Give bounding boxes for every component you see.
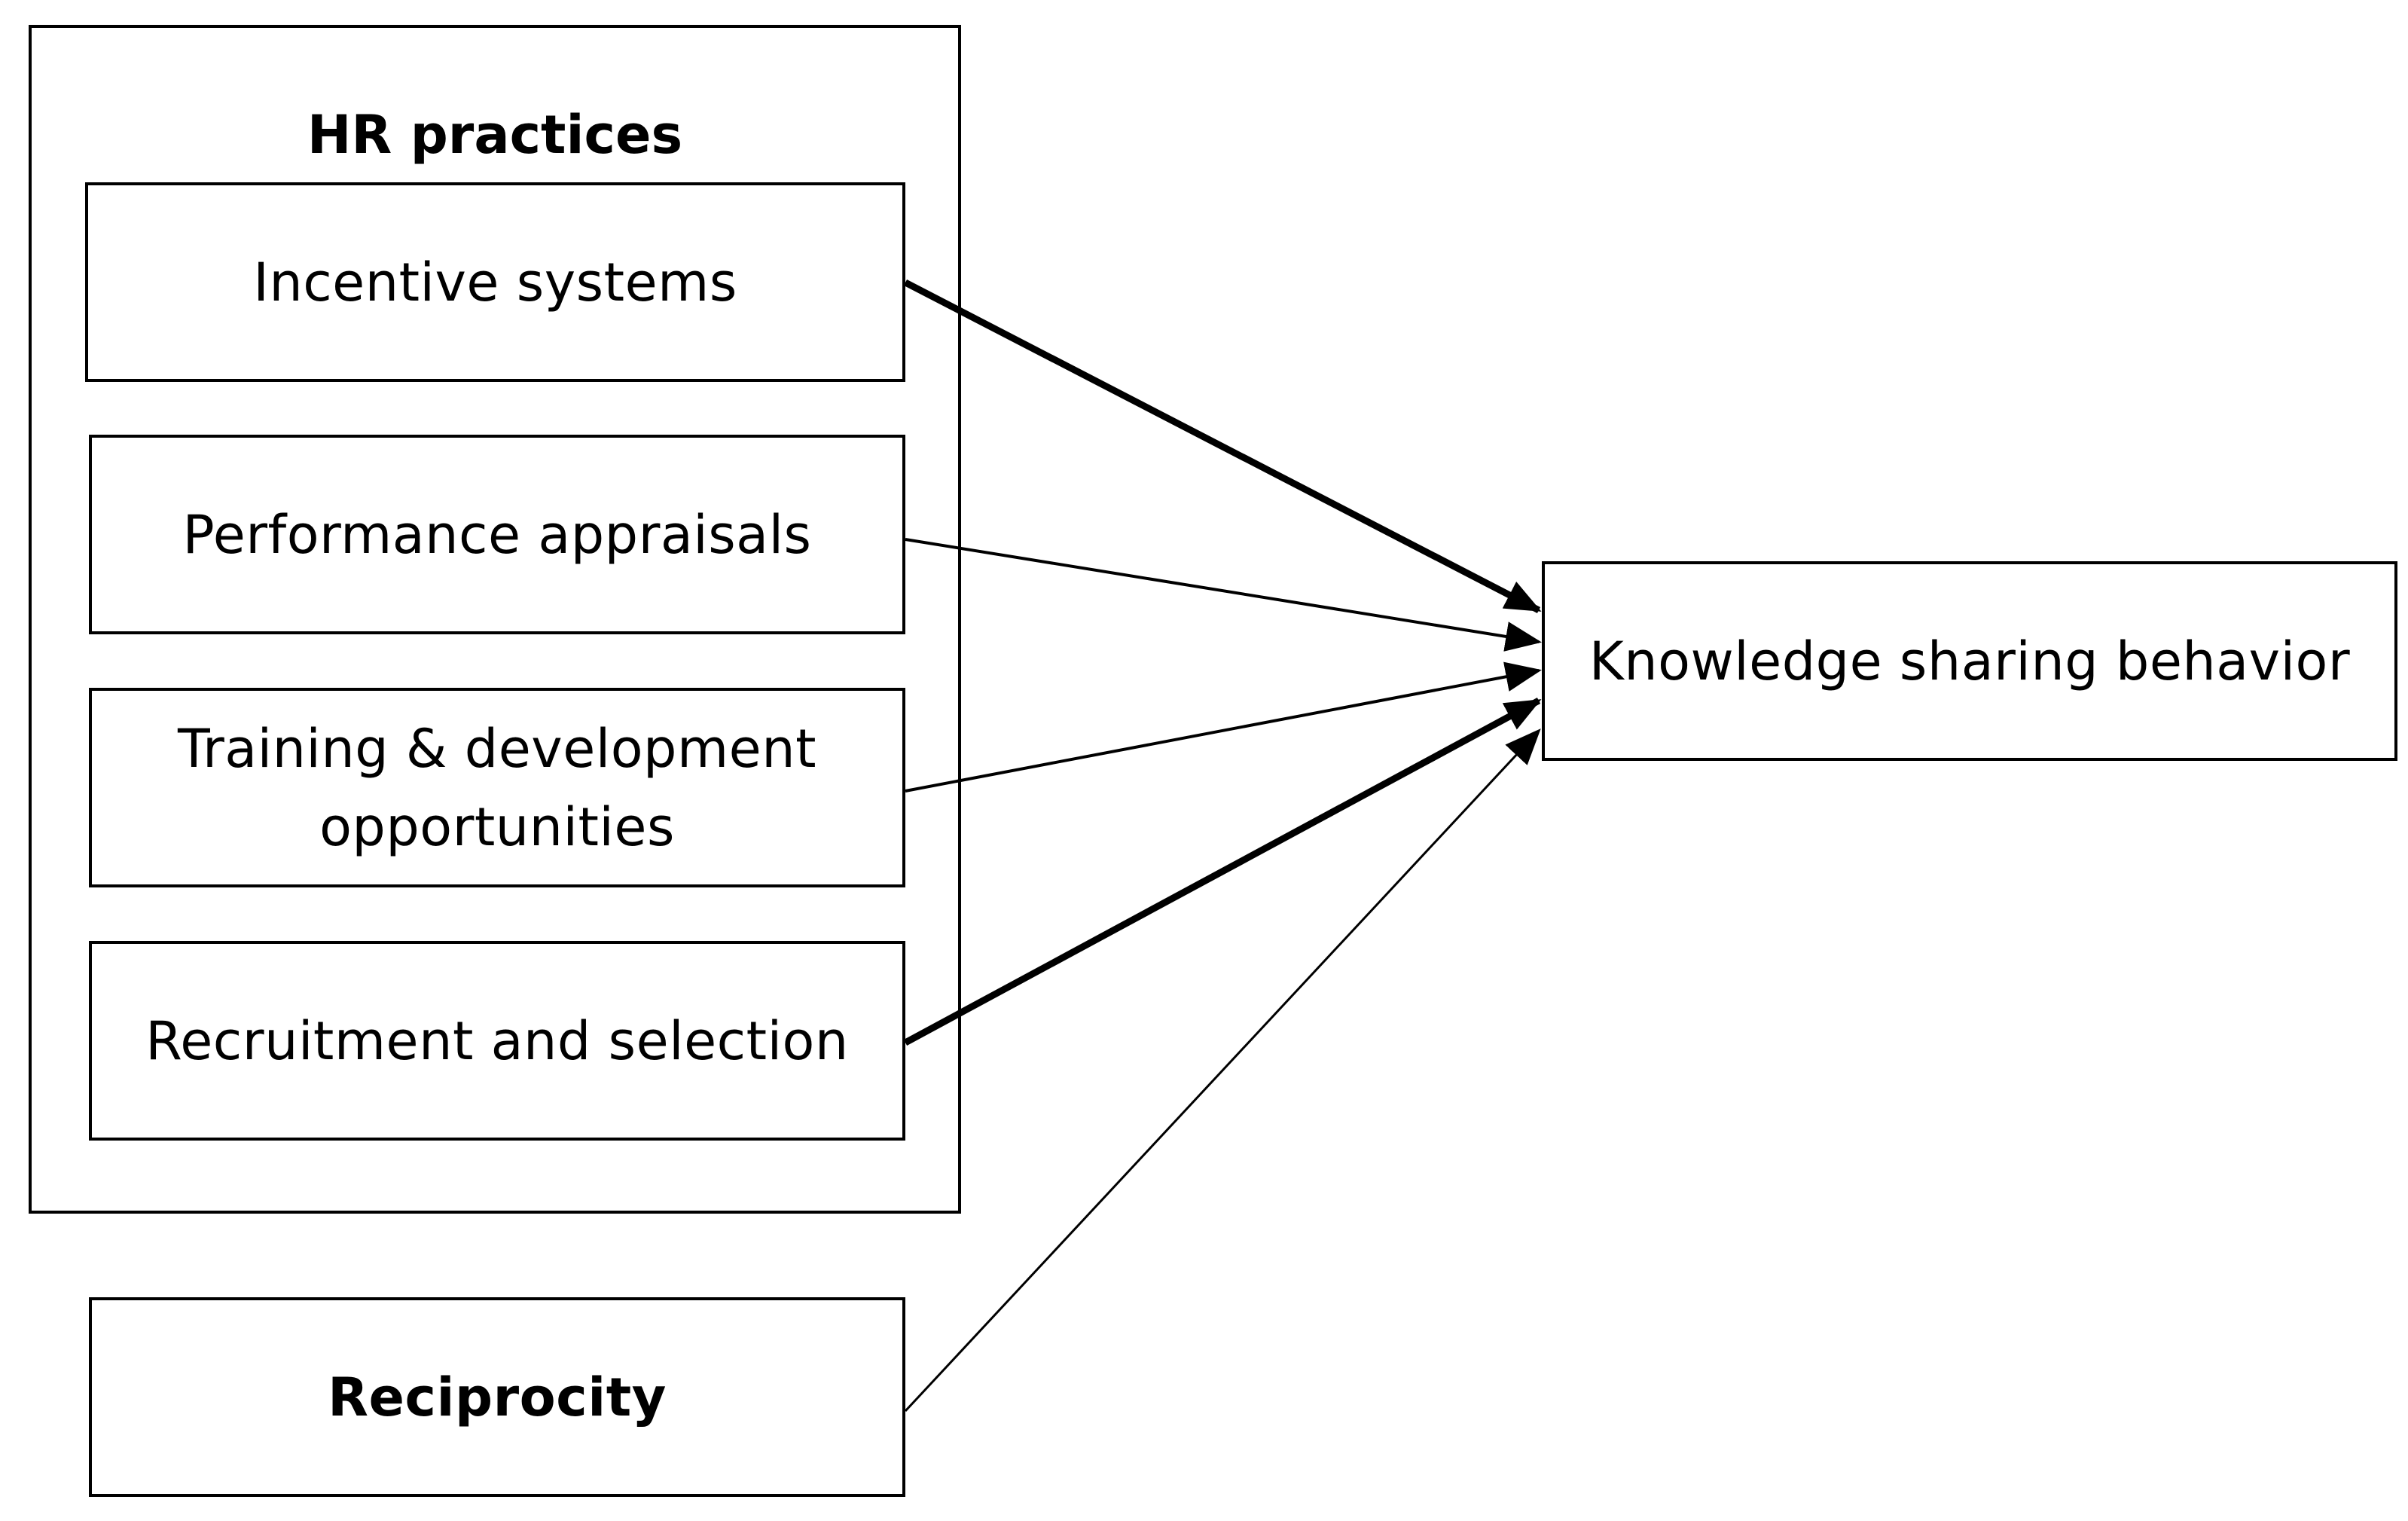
node-label: Performance appraisals xyxy=(182,503,812,566)
arrow-training-to-knowledge xyxy=(905,661,1542,793)
arrow-recruitment-to-knowledge xyxy=(903,698,1542,1046)
node-knowledge-sharing-behavior: Knowledge sharing behavior xyxy=(1542,561,2397,761)
node-label: Training & development opportunities xyxy=(177,717,817,858)
node-reciprocity: Reciprocity xyxy=(89,1297,905,1497)
node-performance-appraisals: Performance appraisals xyxy=(89,435,905,634)
arrow-incentive-to-knowledge xyxy=(903,279,1542,613)
node-training-development: Training & development opportunities xyxy=(89,688,905,887)
node-label: Incentive systems xyxy=(253,251,737,313)
node-recruitment-selection: Recruitment and selection xyxy=(89,941,905,1141)
arrow-reciprocity-to-knowledge xyxy=(904,728,1541,1413)
node-label: Knowledge sharing behavior xyxy=(1589,630,2351,692)
group-title: HR practices xyxy=(307,104,683,166)
node-label: Recruitment and selection xyxy=(145,1009,849,1072)
arrow-performance-to-knowledge xyxy=(905,538,1542,652)
node-incentive-systems: Incentive systems xyxy=(85,182,905,382)
node-label: Reciprocity xyxy=(328,1366,667,1428)
